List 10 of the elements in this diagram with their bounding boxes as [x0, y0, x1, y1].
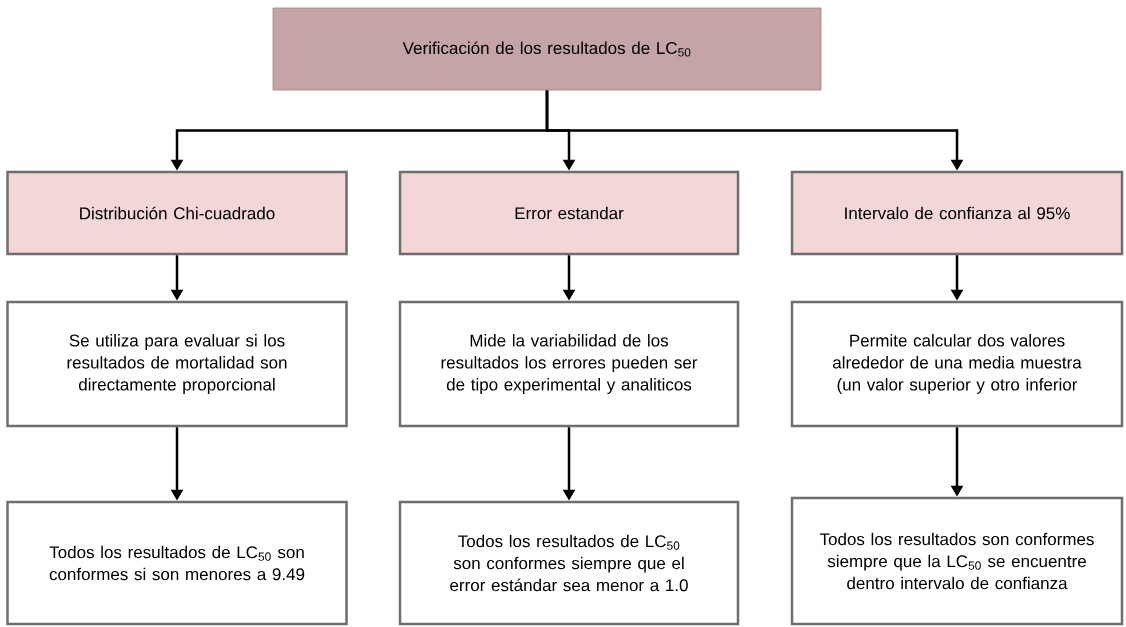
category-box: Error estandar: [398, 170, 740, 256]
criterion-box: Todos los resultados de LC$_{50}$ son conformes siempre que el error estándar sea menor a 1.0: [398, 500, 740, 626]
description-box: Mide la variabilidad de los resultados los errores pueden ser de tipo experimental y analiticos: [398, 300, 740, 428]
criterion-box: Todos los resultados de LC$_{50}$ son conformes si son menores a 9.49: [6, 500, 348, 626]
category-box: Intervalo de confianza al 95%: [790, 170, 1124, 256]
description-box: Se utiliza para evaluar si los resultados de mortalidad son directamente proporcional: [6, 300, 348, 428]
category-box: Distribución Chi-cuadrado: [6, 170, 348, 256]
criterion-box: Todos los resultados son conformes siempre que la LC$_{50}$ se encuentre dentro intervalo de confianza: [790, 496, 1124, 626]
description-box: Permite calcular dos valores alrededor de una media muestra (un valor superior y otro inferior: [790, 300, 1124, 428]
title-box: Verificación de los resultados de LC$_{50}$: [272, 7, 822, 91]
